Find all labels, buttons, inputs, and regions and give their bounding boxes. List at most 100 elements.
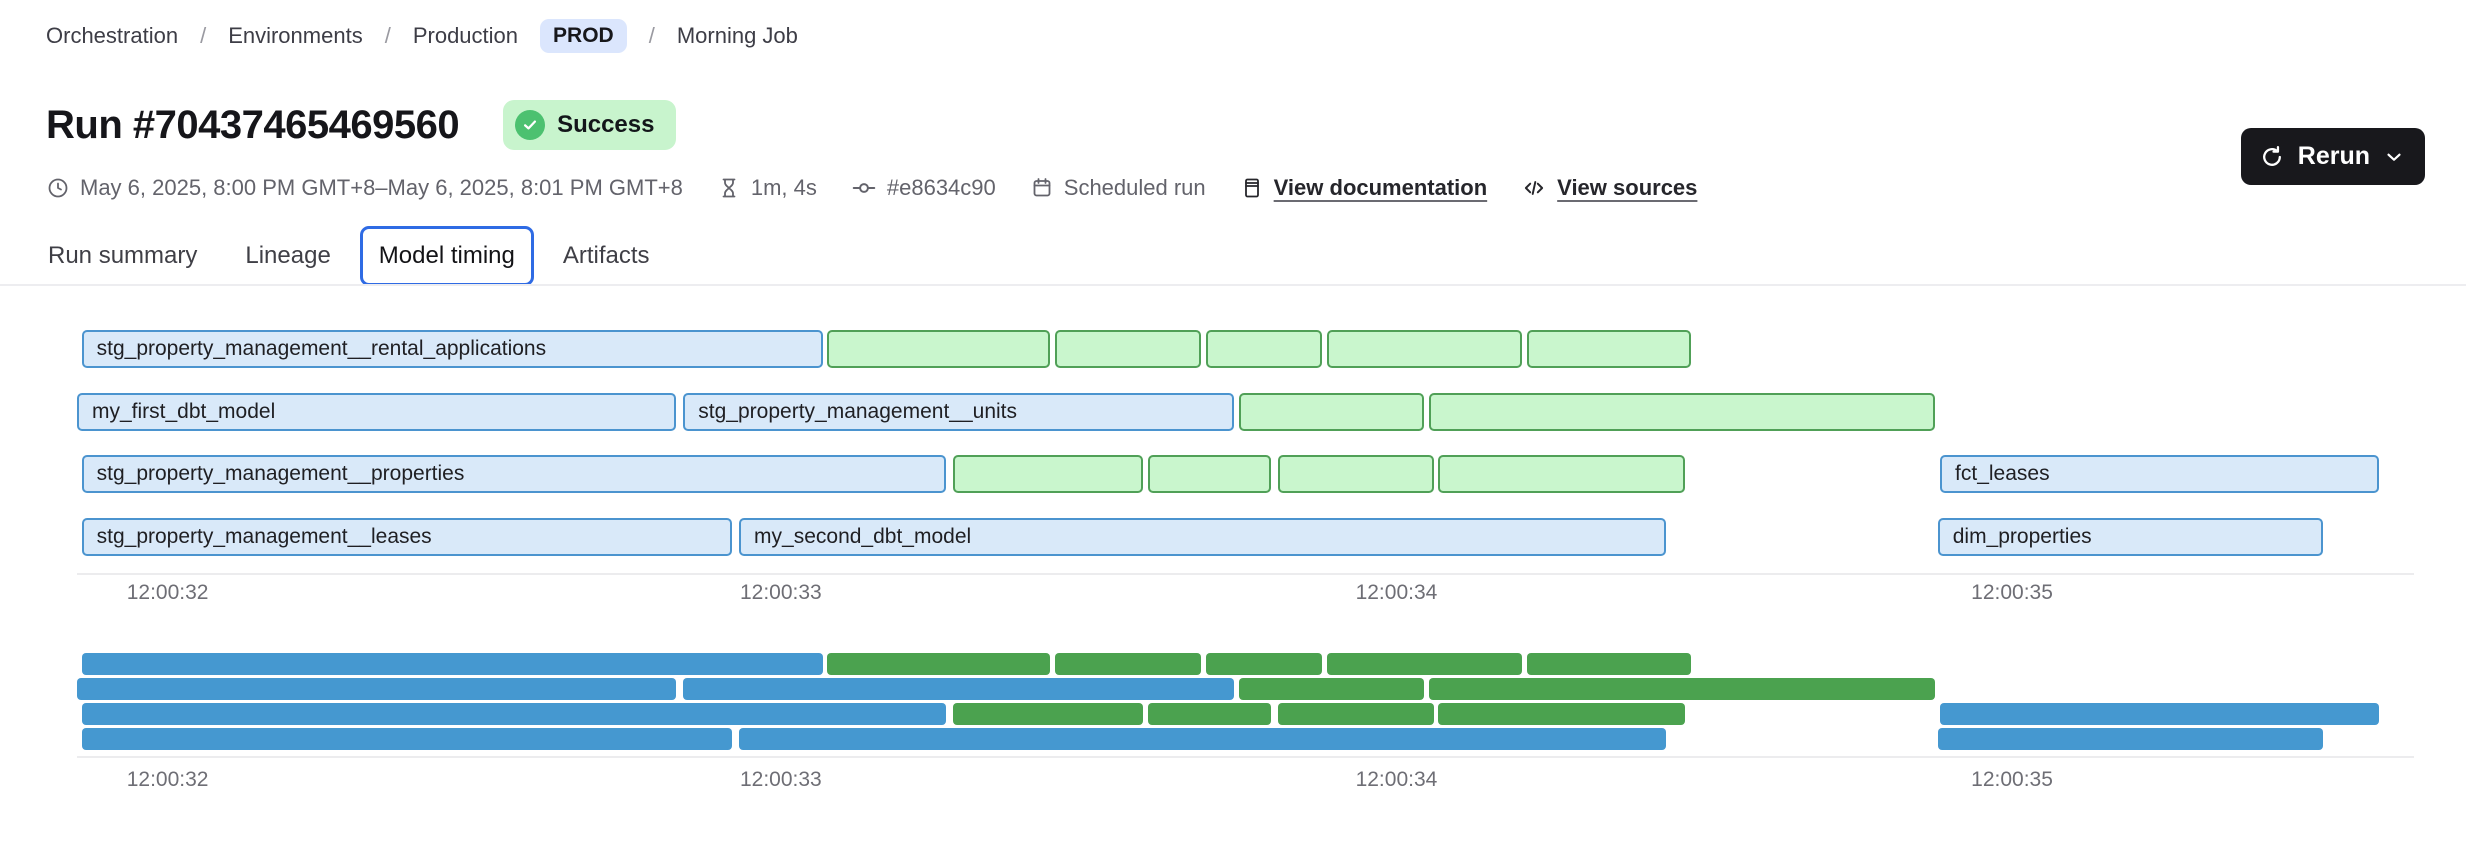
rerun-label: Rerun [2297,142,2370,170]
gantt-row [77,728,2400,750]
gantt-row: stg_property_management__properties fct_l… [77,455,2400,493]
axis-tick-label: 12:00:32 [126,581,209,604]
tab-model-timing[interactable]: Model timing [359,226,534,286]
breadcrumb-production[interactable]: Production [412,23,519,48]
gantt-row [77,678,2400,700]
gantt-bar[interactable] [1147,703,1271,725]
gantt-bar-label: stg_property_management__units [698,400,1017,423]
gantt-bar-stg_property_management__units[interactable] [683,678,1234,700]
tab-run-summary[interactable]: Run summary [48,242,198,269]
documentation-icon [1240,176,1264,200]
gantt-bar[interactable] [952,703,1144,725]
title-row: Run #70437465469560 Success [46,100,677,150]
gantt-row: stg_property_management__rental_applicat… [77,330,2400,368]
gantt-bar-stg_property_management__units[interactable]: stg_property_management__units [683,393,1234,431]
gantt-bar-stg_property_management__properties[interactable] [81,703,946,725]
gantt-bar[interactable] [1205,653,1323,675]
check-icon [515,110,546,140]
breadcrumb-morning-job[interactable]: Morning Job [676,23,798,48]
run-duration: 1m, 4s [717,175,817,201]
axis-tick-label: 12:00:34 [1355,768,1438,791]
gantt-bar[interactable] [1238,678,1425,700]
gantt-bar-stg_property_management__leases[interactable]: stg_property_management__leases [81,518,733,556]
gantt-bar[interactable] [1428,393,1936,431]
run-duration-text: 1m, 4s [750,175,817,200]
gantt-bar[interactable] [1277,703,1434,725]
tab-lineage[interactable]: Lineage [245,242,331,269]
status-badge: Success [503,100,677,150]
gantt-bar-stg_property_management__rental_applications[interactable] [81,653,823,675]
view-documentation-link[interactable]: View documentation [1240,175,1487,201]
gantt-bar-label: stg_property_management__leases [96,525,432,548]
gantt-bar-dim_properties[interactable] [1937,728,2324,750]
gantt-bar[interactable] [1526,653,1692,675]
gantt-bar-stg_property_management__properties[interactable]: stg_property_management__properties [81,455,946,493]
view-sources-link[interactable]: View sources [1521,175,1697,201]
refresh-icon [2259,144,2285,170]
tab-artifacts[interactable]: Artifacts [562,242,650,269]
clock-icon [46,176,70,200]
run-time-range-text: May 6, 2025, 8:00 PM GMT+8–May 6, 2025, … [80,175,683,200]
time-axis-line [77,756,2414,758]
axis-tick-label: 12:00:35 [1971,768,2053,791]
commit-icon [851,175,877,201]
breadcrumb-separator: / [384,23,391,48]
gantt-bar[interactable] [1438,703,1685,725]
run-meta: May 6, 2025, 8:00 PM GMT+8–May 6, 2025, … [46,170,1697,206]
gantt-bar-my_second_dbt_model[interactable]: my_second_dbt_model [739,518,1666,556]
status-badge-label: Success [557,111,655,138]
gantt-bar[interactable] [827,330,1051,368]
gantt-bar-fct_leases[interactable] [1940,703,2380,725]
commit-info: #e8634c90 [851,175,996,201]
breadcrumb-orchestration[interactable]: Orchestration [46,23,179,48]
gantt-bar-dim_properties[interactable]: dim_properties [1937,518,2324,556]
gantt-bar-label: my_second_dbt_model [754,525,972,548]
gantt-rows: stg_property_management__rental_applicat… [77,330,2400,610]
gantt-bar[interactable] [1054,330,1202,368]
trigger-type: Scheduled run [1030,175,1206,201]
gantt-row: stg_property_management__leases my_second… [77,518,2400,556]
axis-tick-label: 12:00:35 [1971,581,2053,604]
gantt-bar[interactable] [1326,330,1522,368]
breadcrumb-environments[interactable]: Environments [228,23,363,48]
gantt-bar[interactable] [952,455,1144,493]
breadcrumb-separator: / [648,23,655,48]
hourglass-icon [717,176,741,200]
gantt-bar[interactable] [1526,330,1692,368]
gantt-bar[interactable] [1277,455,1434,493]
axis-tick-label: 12:00:33 [739,581,822,604]
breadcrumb: Orchestration / Environments / Productio… [46,18,798,54]
gantt-bar[interactable] [1428,678,1936,700]
code-icon [1521,175,1547,201]
gantt-bar[interactable] [1438,455,1685,493]
gantt-bar[interactable] [827,653,1051,675]
gantt-bar-my_first_dbt_model[interactable]: my_first_dbt_model [77,393,677,431]
gantt-bar[interactable] [1205,330,1323,368]
prod-env-badge: PROD [540,19,627,53]
gantt-bar[interactable] [1238,393,1425,431]
view-sources-label: View sources [1557,175,1698,200]
axis-tick-label: 12:00:34 [1355,581,1438,604]
trigger-type-text: Scheduled run [1063,175,1206,200]
gantt-bar-my_second_dbt_model[interactable] [739,728,1666,750]
gantt-row: my_first_dbt_model stg_property_managemen… [77,393,2400,431]
tabs-divider [0,284,2466,286]
model-timing-chart: stg_property_management__rental_applicat… [77,330,2414,610]
gantt-row [77,653,2400,675]
gantt-bar-stg_property_management__leases[interactable] [81,728,733,750]
gantt-bar[interactable] [1326,653,1522,675]
gantt-bar-stg_property_management__rental_applications[interactable]: stg_property_management__rental_applicat… [81,330,823,368]
gantt-bar[interactable] [1054,653,1202,675]
gantt-bar-label: my_first_dbt_model [92,400,276,423]
gantt-bar-my_first_dbt_model[interactable] [77,678,677,700]
breadcrumb-separator: / [200,23,207,48]
gantt-bar-fct_leases[interactable]: fct_leases [1940,455,2380,493]
tab-bar: Run summary Lineage Model timing Artifac… [29,226,669,286]
calendar-icon [1030,176,1054,200]
rerun-button[interactable]: Rerun [2240,128,2425,185]
chevron-down-icon[interactable] [2383,146,2405,168]
gantt-bar[interactable] [1147,455,1271,493]
axis-tick-label: 12:00:32 [126,768,209,791]
